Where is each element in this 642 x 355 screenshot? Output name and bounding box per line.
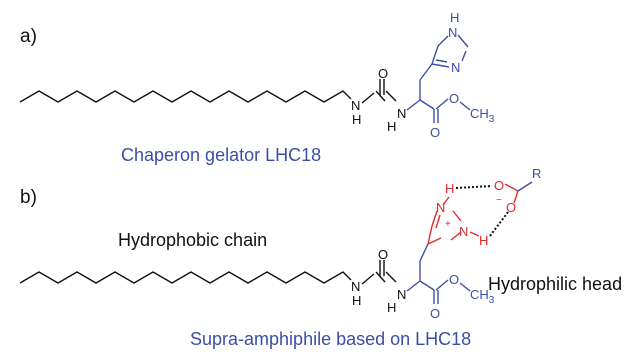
panel-a-urea bbox=[361, 79, 397, 104]
panel-a-alkyl-chain bbox=[19, 90, 352, 103]
panel-b-histidine-backbone bbox=[406, 243, 471, 304]
panel-a-ester-o-double: O bbox=[430, 125, 440, 140]
panel-b-imidazolium-plus: + bbox=[445, 219, 451, 230]
panel-a-imidazole-nh-h: H bbox=[450, 10, 459, 25]
panel-a-imidazole-nh-n: N bbox=[448, 25, 457, 40]
panel-b-methyl: CH3 bbox=[470, 287, 495, 306]
panel-b-nh-bond bbox=[469, 231, 480, 237]
panel-a-urea-h-left: H bbox=[352, 112, 361, 127]
panel-b-imidazolium-h-bottom: H bbox=[479, 233, 488, 248]
panel-b-urea-h-right: H bbox=[387, 300, 396, 315]
hydrophilic-head-label: Hydrophilic head bbox=[488, 274, 622, 294]
panel-b-alkyl-chain bbox=[19, 271, 352, 284]
panel-a: a) N H O N H bbox=[19, 10, 495, 165]
panel-a-label: a) bbox=[20, 26, 37, 47]
panel-b-hydrogen-bond-top bbox=[455, 185, 493, 189]
panel-a-urea-n-right: N bbox=[397, 106, 406, 121]
panel-b-urea-h-left: H bbox=[352, 293, 361, 308]
panel-b-imidazolium-ring bbox=[427, 196, 462, 245]
panel-b-imidazolium-n-bottom: N bbox=[459, 224, 468, 239]
panel-a-urea-n-left: N bbox=[351, 98, 360, 113]
panel-a-urea-h-right: H bbox=[387, 119, 396, 134]
panel-b-urea-n-right: N bbox=[397, 287, 406, 302]
panel-b-r-bond bbox=[517, 181, 533, 192]
panel-a-caption: Chaperon gelator LHC18 bbox=[121, 145, 321, 165]
panel-b-ester-o-double: O bbox=[430, 306, 440, 321]
panel-b-carboxyl-o-top: O bbox=[494, 178, 504, 193]
panel-b-urea-o: O bbox=[378, 247, 388, 262]
panel-a-histidine bbox=[406, 34, 471, 123]
panel-b: b) Hydrophobic chain Hydrophilic head N … bbox=[19, 166, 622, 349]
panel-a-urea-o: O bbox=[378, 66, 388, 81]
panel-b-imidazolium-n-top: N bbox=[436, 200, 445, 215]
panel-b-carboxylate-bonds bbox=[504, 183, 519, 204]
panel-b-caption: Supra-amphiphile based on LHC18 bbox=[190, 329, 471, 349]
panel-a-imidazole-n: N bbox=[451, 60, 460, 75]
panel-b-hydrogen-bond-bottom bbox=[489, 211, 509, 237]
panel-b-urea-n-left: N bbox=[351, 279, 360, 294]
panel-a-methyl: CH3 bbox=[470, 106, 495, 125]
panel-b-carboxyl-r: R bbox=[532, 166, 541, 181]
panel-b-carboxyl-minus: − bbox=[496, 195, 502, 206]
panel-b-ester-o-single: O bbox=[449, 272, 459, 287]
panel-b-imidazolium-h-top: H bbox=[445, 181, 454, 196]
panel-b-carboxyl-o-bottom: O bbox=[506, 200, 516, 215]
hydrophobic-chain-label: Hydrophobic chain bbox=[118, 230, 267, 250]
panel-b-urea bbox=[361, 260, 397, 285]
panel-a-ester-o-single: O bbox=[449, 91, 459, 106]
panel-b-label: b) bbox=[20, 187, 37, 208]
